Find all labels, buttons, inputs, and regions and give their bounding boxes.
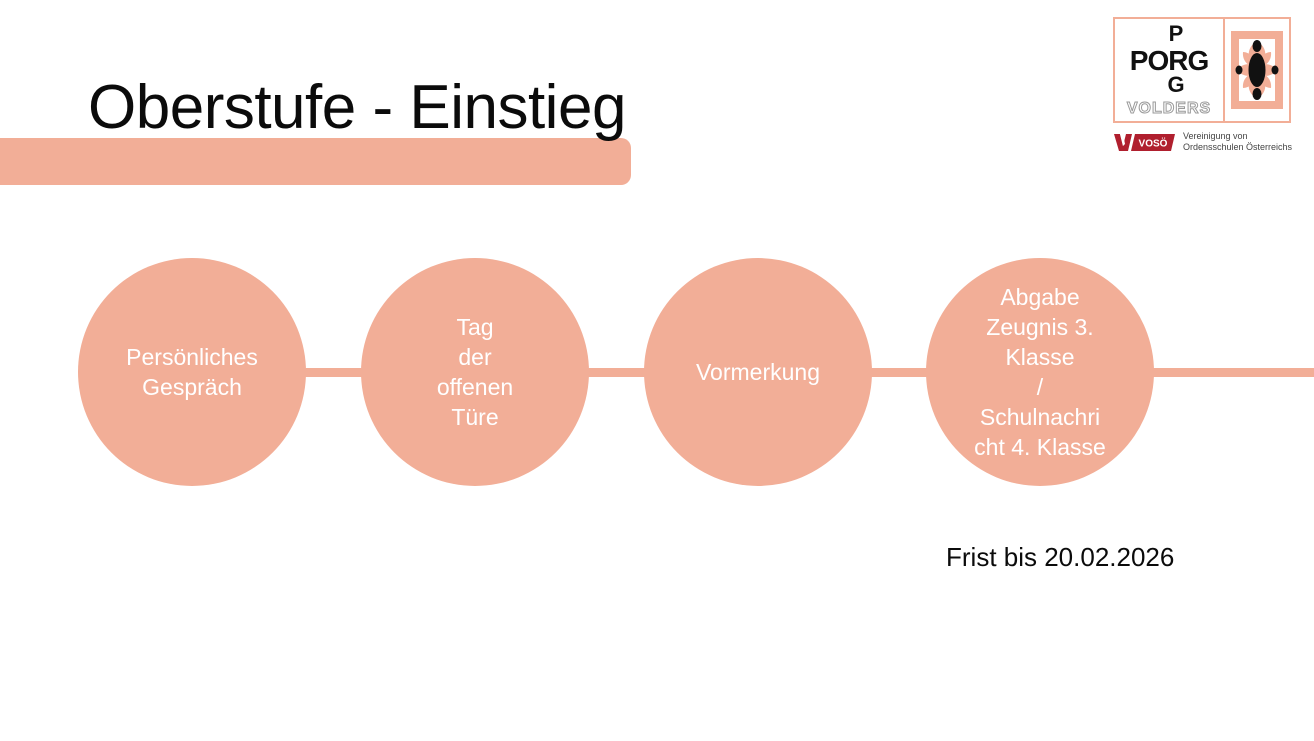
flow-connector-1 xyxy=(295,368,375,377)
porg-g-bottom: G xyxy=(1167,72,1185,97)
school-logo-block: P PORG G VOLDERS xyxy=(1113,17,1295,167)
rosette-ornament-icon xyxy=(1225,19,1289,121)
page-title: Oberstufe - Einstieg xyxy=(88,73,626,142)
porg-p-top: P xyxy=(1168,21,1184,46)
flow-step-3-label: Vormerkung xyxy=(695,359,820,385)
flow-step-4-label: Abgabe Zeugnis 3. Klasse / Schulnachri c… xyxy=(974,284,1106,460)
flow-step-1[interactable]: Persönliches Gespräch xyxy=(78,258,306,486)
flow-step-1-label: Persönliches Gespräch xyxy=(126,344,258,400)
flow-step-3[interactable]: Vormerkung xyxy=(644,258,872,486)
flow-step-2-label: Tag der offenen Türe xyxy=(436,314,514,430)
flow-step-4[interactable]: Abgabe Zeugnis 3. Klasse / Schulnachri c… xyxy=(926,258,1154,486)
porg-volders-word: VOLDERS xyxy=(1126,100,1212,117)
voso-affiliation: VOSÖ Vereinigung von Ordensschulen Öster… xyxy=(1113,131,1292,153)
voso-w-mark-icon: VOSÖ xyxy=(1114,133,1175,151)
flow-connector-2 xyxy=(578,368,658,377)
voso-description: Vereinigung von Ordensschulen Österreich… xyxy=(1183,131,1293,152)
flow-step-2[interactable]: Tag der offenen Türe xyxy=(361,258,589,486)
porg-wordmark: P PORG G VOLDERS xyxy=(1115,19,1225,121)
svg-text:VOSÖ: VOSÖ xyxy=(1139,136,1168,149)
porg-logo-frame: P PORG G VOLDERS xyxy=(1113,17,1291,123)
flow-connector-3 xyxy=(860,368,942,377)
title-accent-bar xyxy=(0,138,631,185)
flow-connector-4 xyxy=(1148,368,1314,377)
porg-main-word: PORG xyxy=(1129,45,1209,76)
deadline-note: Frist bis 20.02.2026 xyxy=(946,542,1175,572)
